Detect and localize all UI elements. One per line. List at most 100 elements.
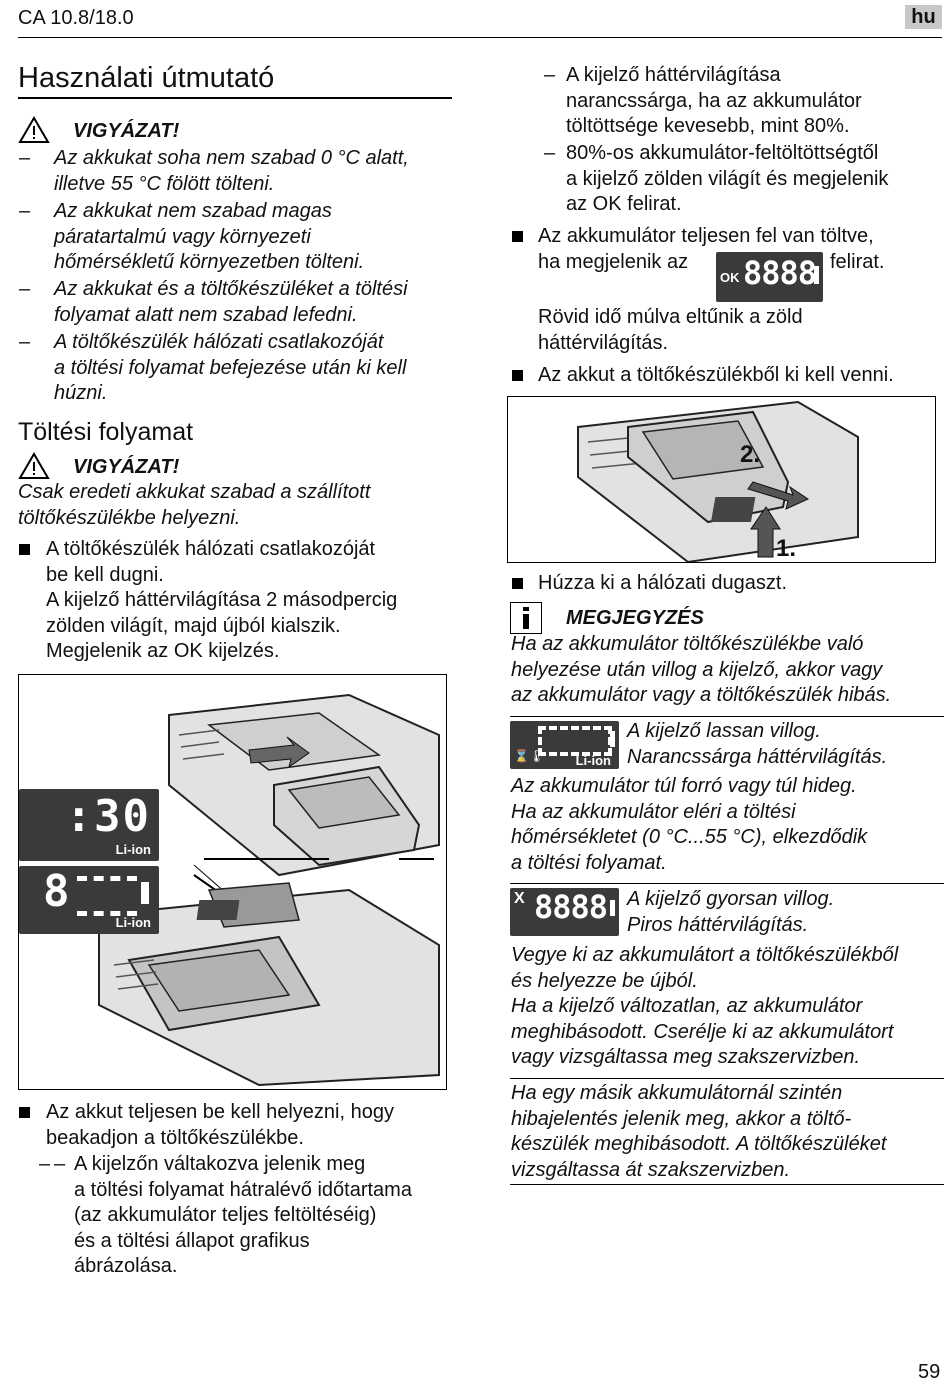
bullet-square — [19, 544, 30, 555]
unplug-step: Húzza ki a hálózati dugaszt. — [538, 572, 788, 594]
sub-line: ábrázolása. — [74, 1255, 178, 1277]
sub-line: töltöttsége kevesebb, mint 80%. — [566, 115, 850, 137]
battery-tip — [610, 900, 615, 916]
step-line: beakadjon a töltőkészülékbe. — [46, 1126, 304, 1149]
text-line: Vegye ki az akkumulátort a töltőkészülék… — [511, 944, 899, 966]
li-ion-label: Li-ion — [115, 915, 151, 930]
fast-blink-text: Vegye ki az akkumulátort a töltőkészülék… — [511, 943, 898, 1071]
step-line: A töltőkészülék hálózati csatlakozóját — [46, 538, 376, 560]
slow-blink-line-2: Narancssárga háttérvilágítás. — [627, 746, 888, 768]
text-line: és helyezze be újból. — [511, 969, 698, 992]
caution-line: Az akkukat nem szabad magas — [19, 199, 364, 225]
note-line: az akkumulátor vagy a töltőkészülék hibá… — [511, 684, 892, 706]
note-line: helyezése után villog a kijelző, akkor v… — [511, 658, 883, 681]
caution-line: Az akkukat soha nem szabad 0 °C alatt, — [19, 146, 409, 172]
slow-blink-text: Az akkumulátor túl forró vagy túl hideg.… — [511, 774, 867, 876]
slow-blink-line-1: A kijelző lassan villog. — [627, 720, 821, 742]
charger-figure: :30 Li-ion 8 Li-ion — [18, 674, 447, 1090]
level-digit: 8 — [43, 866, 70, 917]
text-line: a töltési folyamat. — [511, 851, 667, 874]
caution-line: folyamat alatt nem szabad lefedni. — [54, 303, 358, 326]
divider — [510, 1078, 944, 1079]
fast-blink-line-2: Piros háttérvilágítás. — [627, 914, 809, 936]
text-line: hőmérsékletet (0 °C...55 °C), elkezdődik — [511, 826, 868, 848]
ok-digits: 8888 — [743, 254, 817, 292]
removal-illustration — [577, 400, 859, 562]
caution-line: töltőkészülékbe helyezni. — [18, 506, 241, 529]
backlight-green-note: –80%-os akkumulátor-feltöltöttségtől a k… — [544, 141, 888, 218]
text-line: Ha egy másik akkumulátornál szintén — [511, 1082, 843, 1104]
caution-line: húzni. — [54, 382, 108, 404]
note-text: Ha az akkumulátor töltőkészülékbe való h… — [511, 632, 891, 709]
header-rule — [18, 37, 942, 38]
text-line: meghibásodott. Cserélje ki az akkumuláto… — [511, 1020, 894, 1043]
sub-line: és a töltési állapot grafikus — [74, 1229, 310, 1252]
info-icon — [510, 602, 542, 634]
error-x: X — [514, 890, 525, 907]
removal-figure: 2. 1. — [507, 396, 936, 563]
text-line: vagy vizsgáltassa meg szakszervizben. — [511, 1046, 861, 1068]
ok-text: OK — [720, 270, 740, 285]
divider — [510, 1184, 944, 1185]
backlight-orange-note: –A kijelző háttérvilágítása narancssárga… — [544, 63, 862, 140]
charge-level-display: 8 Li-ion — [19, 866, 159, 934]
time-readout: :30 — [65, 791, 151, 842]
page-title: Használati útmutató — [18, 62, 275, 94]
charger-illustration — [98, 693, 440, 1087]
divider — [510, 883, 944, 884]
sub-line: a töltési folyamat hátralévő időtartama — [74, 1178, 412, 1201]
page-number: 59 — [918, 1361, 941, 1383]
step-insert-sub: –A kijelzőn váltakozva jelenik meg a töl… — [39, 1152, 412, 1280]
step-line: zölden világít, majd újból kialszik. — [46, 614, 341, 637]
step-insert: Az akkut teljesen be kell helyezni, hogy… — [46, 1100, 394, 1151]
model-name: CA 10.8/18.0 — [18, 7, 134, 29]
battery-tip — [610, 731, 615, 747]
section-title: Töltési folyamat — [18, 418, 194, 446]
caution-label: VIGYÁZAT! — [73, 456, 180, 478]
note-line: Ha az akkumulátor töltőkészülékbe való — [511, 633, 864, 655]
language-badge: hu — [905, 5, 942, 29]
caution-text: Csak eredeti akkukat szabad a szállított… — [18, 480, 370, 531]
text-line: Ha az akkumulátor eléri a töltési — [511, 800, 796, 823]
note-label: MEGJEGYZÉS — [566, 607, 704, 629]
caution-line: a töltési folyamat befejezése után ki ke… — [54, 356, 407, 379]
li-ion-label: Li-ion — [115, 842, 151, 857]
charge-time-display: :30 Li-ion — [19, 789, 159, 861]
step-line: Megjelenik az OK kijelzés. — [46, 640, 280, 662]
caution-item-1: Az akkukat soha nem szabad 0 °C alatt, i… — [19, 146, 409, 197]
caution-item-3: Az akkukat és a töltőkészüléket a töltés… — [19, 277, 407, 328]
bullet-square — [512, 370, 523, 381]
step-line: A kijelző háttérvilágítása 2 másodpercig — [46, 589, 398, 611]
step-label-1: 1. — [776, 535, 797, 562]
text-line: vizsgáltassa át szakszervizben. — [511, 1158, 791, 1181]
caution-line: Az akkukat és a töltőkészüléket a töltés… — [19, 277, 407, 303]
fast-blink-display-icon: X 8888 — [510, 888, 619, 936]
caution-line: hőmérsékletű környezetben tölteni. — [54, 251, 365, 273]
caution-item-4: A töltőkészülék hálózati csatlakozóját a… — [19, 330, 407, 407]
final-note: Ha egy másik akkumulátornál szintén hiba… — [511, 1081, 886, 1183]
sub-line: narancssárga, ha az akkumulátor — [566, 89, 862, 112]
sub-line: –80%-os akkumulátor-feltöltöttségtől — [544, 142, 879, 164]
full-charge-line-2b: felirat. — [830, 251, 885, 273]
caution-line: Csak eredeti akkukat szabad a szállított — [18, 481, 371, 503]
full-charge-line-2a: ha megjelenik az — [538, 251, 689, 273]
warning-triangle-icon — [18, 452, 50, 479]
divider — [510, 716, 944, 717]
after-ok-text: Rövid idő múlva eltűnik a zöld háttérvil… — [538, 305, 803, 356]
fast-blink-line-1: A kijelző gyorsan villog. — [627, 888, 835, 910]
bullet-square — [512, 578, 523, 589]
text-line: Ha a kijelző változatlan, az akkumulátor — [511, 995, 863, 1017]
caution-line: illetve 55 °C fölött tölteni. — [54, 172, 275, 195]
ok-display-icon: OK 8888 — [716, 252, 823, 302]
battery-tip — [814, 266, 819, 284]
step-line: be kell dugni. — [46, 563, 164, 586]
li-ion-label: Li-ion — [575, 753, 611, 768]
full-charge-line-1: Az akkumulátor teljesen fel van töltve, — [538, 225, 874, 247]
text-line: készülék meghibásodott. A töltőkészüléke… — [511, 1133, 887, 1155]
slow-blink-display-icon: ⌛🌡 Li-ion — [510, 721, 619, 769]
text-line: Rövid idő múlva eltűnik a zöld — [538, 306, 803, 328]
bullet-square — [19, 1107, 30, 1118]
bullet-square — [512, 231, 523, 242]
text-line: háttérvilágítás. — [538, 331, 669, 354]
caution-line: A töltőkészülék hálózati csatlakozóját — [19, 330, 406, 356]
